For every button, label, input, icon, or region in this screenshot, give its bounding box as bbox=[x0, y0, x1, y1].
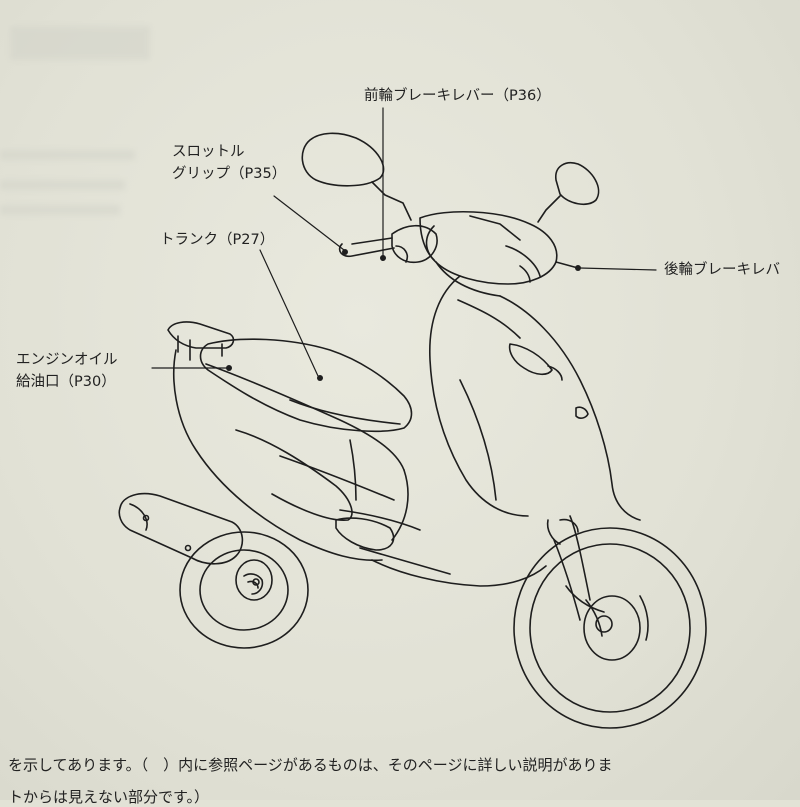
handlebar bbox=[338, 211, 579, 297]
label-trunk: トランク（P27） bbox=[160, 232, 275, 248]
muffler bbox=[118, 492, 244, 565]
label-throttle-line1: スロットル bbox=[172, 144, 245, 160]
faded-text-bleed bbox=[0, 205, 120, 215]
faded-text-bleed bbox=[0, 150, 135, 160]
label-front-brake-lever: 前輪ブレーキレバー（P36） bbox=[364, 88, 551, 104]
seat bbox=[199, 338, 413, 433]
label-oil-line2: 給油口（P30） bbox=[16, 374, 116, 390]
throttle-dot bbox=[342, 249, 348, 255]
oil-dot bbox=[226, 365, 232, 371]
footer-note-line2: トからは見えない部分です。） bbox=[8, 788, 210, 806]
rear-carrier bbox=[167, 321, 235, 361]
floor bbox=[359, 547, 547, 587]
left-mirror bbox=[301, 132, 412, 221]
front-wheel bbox=[513, 515, 707, 729]
rear-brake-dot bbox=[575, 265, 581, 271]
footer-note-line1: を示してあります。（ ）内に参照ページがあるものは、そのページに詳しい説明があり… bbox=[8, 756, 613, 774]
front-brake-dot bbox=[380, 255, 386, 261]
rear-wheel bbox=[179, 531, 309, 649]
label-rear-brake-lever: 後輪ブレーキレバ bbox=[664, 262, 780, 278]
front-body bbox=[429, 275, 641, 521]
label-oil-line1: エンジンオイル bbox=[16, 352, 118, 368]
faded-text-bleed bbox=[0, 180, 125, 190]
right-mirror bbox=[537, 162, 600, 223]
leader-lines bbox=[151, 107, 657, 377]
label-throttle-line2: グリップ（P35） bbox=[172, 166, 287, 182]
faded-heading-bleed bbox=[10, 26, 150, 60]
body-cover bbox=[173, 349, 421, 562]
trunk-dot bbox=[317, 375, 323, 381]
